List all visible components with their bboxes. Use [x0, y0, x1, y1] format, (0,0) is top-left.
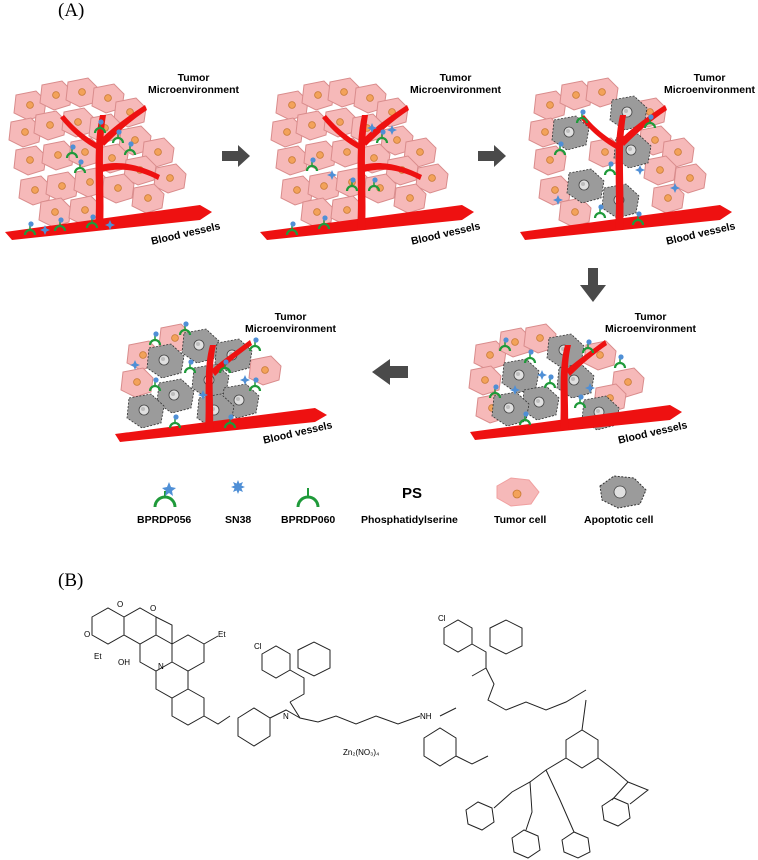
panel-a-label: (A) — [58, 0, 85, 21]
bprdp056-icon — [153, 482, 177, 508]
atom-et2: Et — [218, 630, 226, 639]
atom-n1: N — [158, 662, 164, 671]
legend-ps-symbol: PS — [402, 485, 423, 502]
bprdp060-icon — [296, 488, 320, 508]
apoptotic-cell-icon — [599, 475, 647, 509]
scene-2 — [260, 77, 474, 240]
scene-1 — [5, 77, 212, 240]
arrow-3 — [580, 268, 606, 302]
arrow-4 — [372, 359, 408, 385]
scene-3 — [520, 77, 732, 240]
scene-5 — [115, 320, 327, 442]
tumor-cell-icon — [496, 477, 540, 507]
legend-bprdp056-label: BPRDP056 — [137, 514, 192, 526]
chemical-structure — [91, 607, 649, 859]
atom-zn-complex: Zn₂(NO₃)₄ — [343, 748, 380, 757]
atom-cl2: Cl — [438, 614, 446, 623]
atom-o2: O — [117, 600, 124, 609]
legend-ps-label: Phosphatidylserine — [361, 514, 458, 526]
atom-oh: OH — [118, 658, 130, 667]
atom-cl1: Cl — [254, 642, 262, 651]
legend-sn38-label: SN38 — [225, 514, 252, 526]
panel-b-label: (B) — [58, 570, 84, 591]
scene-4 — [468, 323, 682, 440]
atom-o1: O — [84, 630, 91, 639]
atom-n2: N — [283, 712, 289, 721]
atom-et1: Et — [94, 652, 102, 661]
legend-tumor-cell-label: Tumor cell — [494, 514, 547, 526]
legend-bprdp060-label: BPRDP060 — [281, 514, 336, 526]
arrow-2 — [478, 145, 506, 167]
sn38-icon — [231, 480, 245, 494]
atom-o3: O — [150, 604, 157, 613]
arrow-1 — [222, 145, 250, 167]
legend-apoptotic-cell-label: Apoptotic cell — [584, 514, 654, 526]
atom-nh: NH — [420, 712, 432, 721]
